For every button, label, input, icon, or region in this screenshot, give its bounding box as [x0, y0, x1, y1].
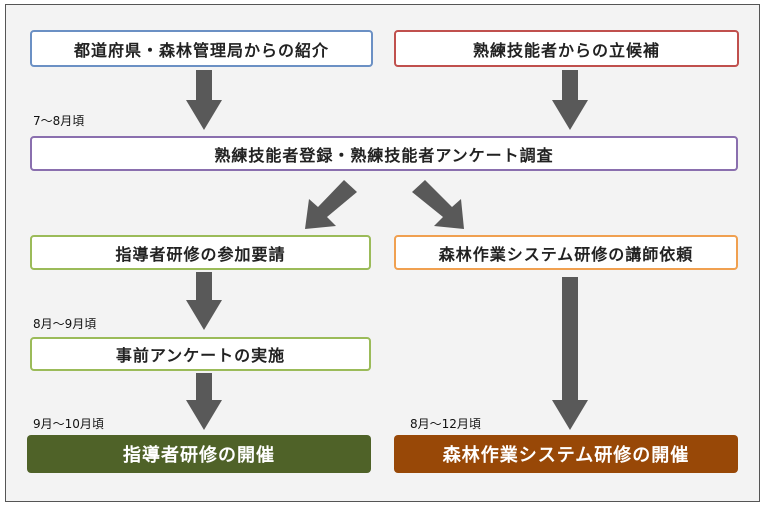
- registration-survey-box: 熟練技能者登録・熟練技能者アンケート調査: [30, 136, 738, 171]
- instructor-training-held-box: 指導者研修の開催: [27, 435, 371, 473]
- pre-survey-box: 事前アンケートの実施: [30, 337, 371, 371]
- forestry-system-lecturer-request-box: 森林作業システム研修の講師依頼: [394, 235, 738, 270]
- instructor-training-request-box: 指導者研修の参加要請: [30, 235, 371, 270]
- period-label-aug-dec: 8月～12月頃: [410, 417, 481, 431]
- period-label-aug-sep: 8月～9月頃: [33, 317, 97, 331]
- forestry-system-training-held-box: 森林作業システム研修の開催: [394, 435, 738, 473]
- period-label-jul-aug: 7～8月頃: [33, 114, 85, 128]
- prefecture-referral-box: 都道府県・森林管理局からの紹介: [30, 30, 373, 67]
- self-nomination-box: 熟練技能者からの立候補: [394, 30, 739, 67]
- period-label-sep-oct: 9月～10月頃: [33, 417, 104, 431]
